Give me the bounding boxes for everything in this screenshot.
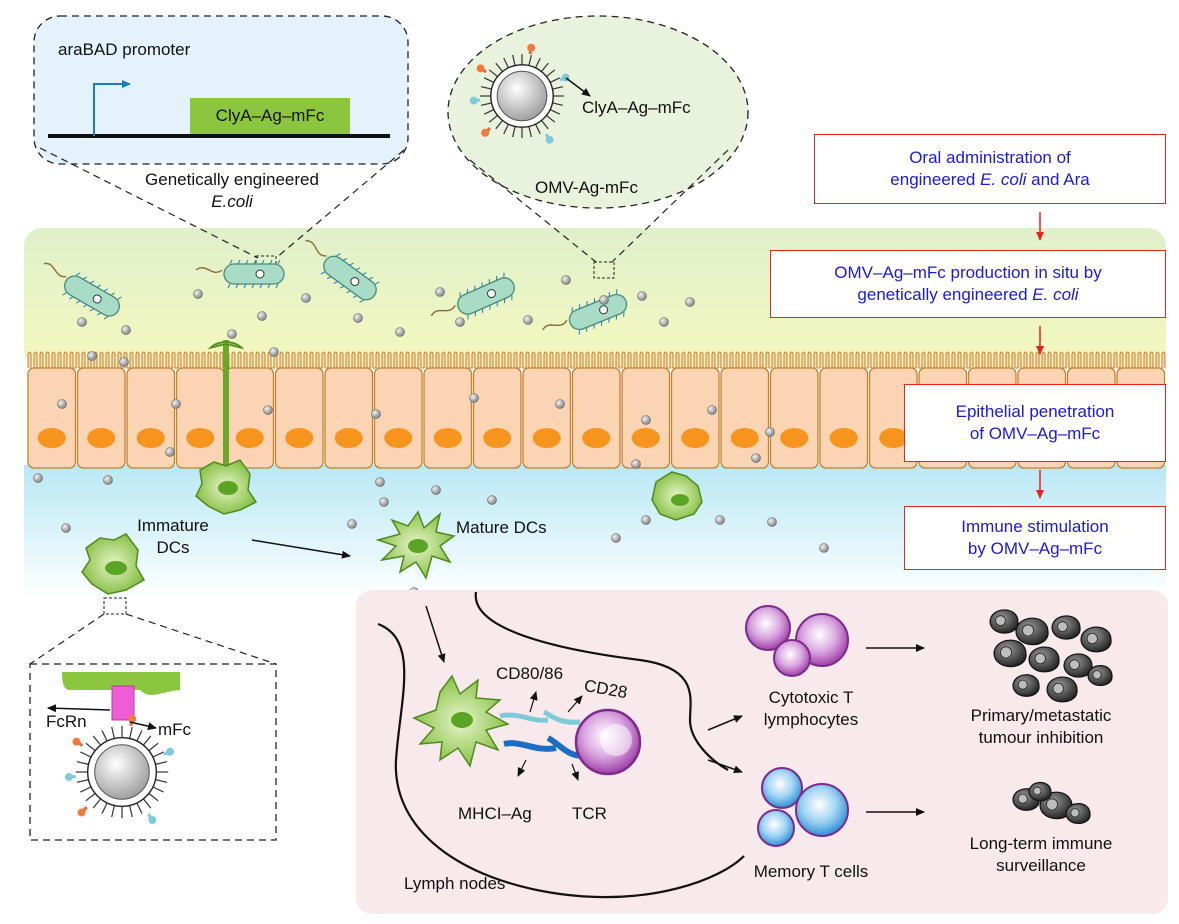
omv-bound-icon (64, 714, 175, 825)
outcome2-line2: surveillance (996, 856, 1086, 875)
step-3-line1: Epithelial penetration (955, 402, 1115, 421)
immature-dc-label-line2: DCs (156, 538, 190, 557)
outcome2-line1: Long-term immune (969, 834, 1113, 853)
cd80-label: CD80/86 (496, 664, 564, 683)
bacteria-group (43, 239, 628, 335)
omv-caption: OMV-Ag-mFc (535, 178, 638, 197)
memory-t-label: Memory T cells (753, 862, 869, 881)
engineered-caption-line1: Genetically engineered (145, 170, 319, 189)
engineered-caption-line2: E.coli (211, 192, 253, 211)
omv-protein-label: ClyA–Ag–mFc (582, 98, 691, 117)
mfc-label: mFc (158, 720, 192, 739)
lymph-vessel-outline (377, 622, 745, 899)
lymph-node-label: Lymph nodes (404, 874, 506, 893)
step-1-line1: Oral administration of (909, 148, 1071, 167)
step-immune-stimulation: Immune stimulation by OMV–Ag–mFc (904, 506, 1166, 570)
step-4-line2: by OMV–Ag–mFc (967, 539, 1103, 558)
mature-dc-icon (375, 510, 456, 580)
fcrn-label: FcRn (46, 712, 87, 731)
gene-cassette-label: ClyA–Ag–mFc (190, 98, 350, 134)
promoter-panel (33, 15, 409, 165)
immature-dc-icon (195, 459, 258, 515)
epithelium (27, 351, 1166, 469)
mhc-label: MHCI–Ag (458, 804, 532, 823)
step-3-line2: of OMV–Ag–mFc (969, 424, 1101, 443)
step-2-line2: genetically engineered E. coli (857, 285, 1079, 304)
omv-panel (447, 15, 749, 209)
floating-dc-icon (651, 471, 703, 521)
cytotoxic-t-cell-icons (745, 605, 849, 677)
maturation-arrow (251, 539, 351, 559)
omv-vesicle-icon (469, 43, 570, 144)
step-2-line1: OMV–Ag–mFc production in situ by (834, 263, 1102, 282)
step-oral-administration: Oral administration of engineered E. col… (814, 134, 1166, 204)
immature-dc-label-line1: Immature (137, 516, 209, 535)
memory-t-cell-icons (757, 767, 849, 847)
step-epithelial-penetration: Epithelial penetration of OMV–Ag–mFc (904, 384, 1166, 462)
immature-dc-lower-icon (81, 533, 146, 595)
step-1-line2: engineered E. coli and Ara (890, 170, 1090, 189)
step-omv-production: OMV–Ag–mFc production in situ by genetic… (770, 250, 1166, 318)
tumour-icons (989, 609, 1113, 825)
mature-dc-label: Mature DCs (456, 518, 547, 537)
step-4-line1: Immune stimulation (961, 517, 1109, 536)
outcome1-line1: Primary/metastatic (970, 706, 1112, 725)
promoter-label: araBAD promoter (58, 40, 191, 59)
outcome1-line2: tumour inhibition (978, 728, 1104, 747)
presenting-dc-icon (412, 674, 510, 768)
t-cell-icon (574, 708, 642, 776)
tcr-label: TCR (572, 804, 607, 823)
ctl-label-line2: lymphocytes (763, 710, 859, 729)
lymph-node-panel (356, 590, 1168, 914)
ctl-label-line1: Cytotoxic T (768, 688, 854, 707)
promoter-arrow (93, 80, 131, 136)
